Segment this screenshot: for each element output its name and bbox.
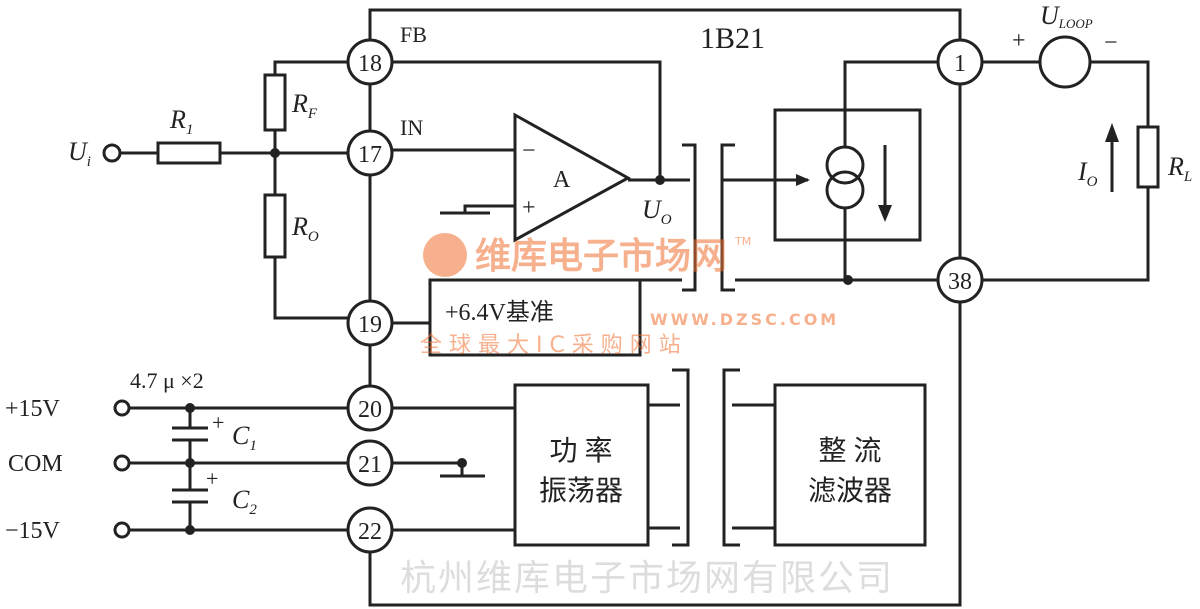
pin-20: 20 [346,384,394,432]
op-amp [513,112,632,243]
c1-label: C1 [232,421,257,454]
svg-text:22: 22 [358,519,382,545]
rl-resistor [1136,125,1160,189]
fb-label: FB [400,22,427,47]
m15-terminal [113,521,131,539]
svg-text:21: 21 [358,452,382,478]
m15-label: −15V [5,518,61,544]
com-terminal [113,454,131,472]
svg-text:17: 17 [358,142,382,168]
watermark-company: 杭州维库电子市场网有限公司 [400,558,894,599]
watermark-url: WWW.DZSC.COM [650,310,839,329]
svg-text:19: 19 [358,312,382,338]
uo-label: UO [642,195,672,228]
oscillator-label-1: 功 率 [549,435,612,467]
c1-plus: + [212,410,224,435]
pin-18: 18 [346,38,394,86]
rectifier-filter-box [773,383,927,547]
transformer-barrier [672,368,690,547]
amp-label: A [553,167,571,193]
rectifier-label-1: 整 流 [818,435,881,467]
watermark-brand: 维库电子市场网 [475,236,727,277]
r1-resistor [156,141,222,165]
pin-38: 38 [936,256,984,304]
p15-label: +15V [5,396,61,422]
ro-label: RO [291,212,319,245]
r1-label: R1 [169,105,193,138]
svg-text:38: 38 [948,269,972,295]
capacitor-c1 [172,408,208,463]
reference-box [428,278,642,357]
chip-label: 1B21 [700,22,765,55]
pin-21: 21 [346,439,394,487]
pin-17: 17 [346,129,394,177]
cap-spec: 4.7 μ ×2 [130,368,204,393]
capacitor-c2 [172,463,208,530]
pin-19: 19 [346,299,394,347]
arrow-up-icon [1105,123,1119,142]
watermark-tm: TM [734,235,751,248]
loop-plus: + [1012,28,1026,54]
watermark: 杭州维库电子市场网有限公司 维库电子市场网 TM WWW.DZSC.COM 全 … [400,233,894,599]
rf-label: RF [291,89,318,122]
p15-terminal [113,399,131,417]
reference-label: +6.4V基准 [445,299,554,326]
svg-text:1: 1 [954,51,966,77]
uloop-label: ULOOP [1040,1,1093,31]
ui-terminal [102,143,122,163]
loop-voltage-source [1038,35,1092,89]
c2-plus: + [206,466,218,491]
com-label: COM [8,451,63,477]
pin-22: 22 [346,506,394,554]
loop-minus: − [1104,30,1118,56]
ui-label: Ui [68,137,91,170]
io-label: IO [1077,157,1098,190]
ro-resistor [263,193,287,259]
ic-outline [368,8,962,607]
oscillator-box [513,383,650,547]
current-source-box [773,108,922,242]
rf-resistor [263,73,287,132]
oscillator-label-2: 振荡器 [539,475,623,507]
current-source-icon [825,145,865,185]
c2-label: C2 [232,485,257,518]
svg-text:20: 20 [358,397,382,423]
rl-label: RL [1167,152,1192,185]
pin-1: 1 [936,38,984,86]
in-label: IN [400,115,423,140]
rectifier-label-2: 滤波器 [808,475,892,507]
svg-text:18: 18 [358,51,382,77]
noninverting-input-sign: + [522,195,536,221]
watermark-slogan: 全 球 最 大 I C 采 购 网 站 [420,333,681,358]
isolation-barrier [682,143,697,292]
arrow-down-icon [878,205,892,222]
inverting-input-sign: − [522,138,536,164]
